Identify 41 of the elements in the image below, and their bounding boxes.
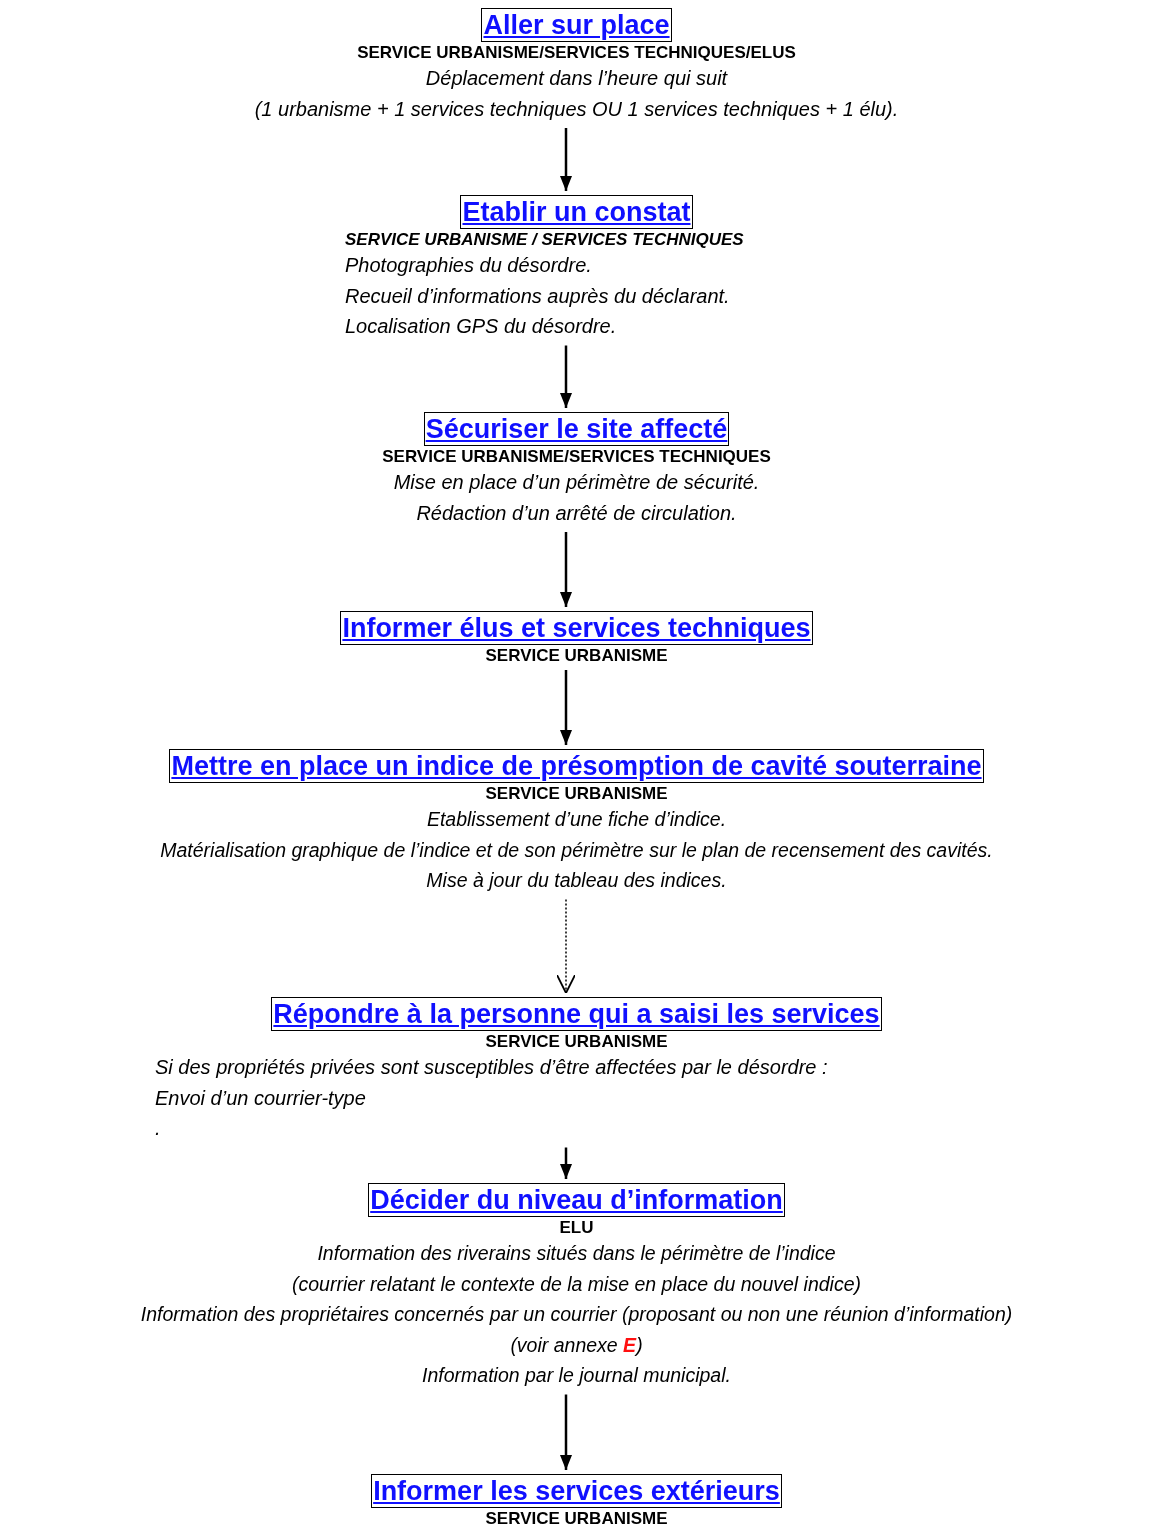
action-text: Localisation GPS du désordre. bbox=[345, 314, 617, 339]
step-title-box: Informer les services extérieurs bbox=[371, 1474, 782, 1508]
step-title-box: Répondre à la personne qui a saisi les services bbox=[271, 997, 882, 1031]
action-text: Recueil d’informations auprès du déclarant. bbox=[345, 283, 730, 309]
action-text: Envoi d’un courrier-type bbox=[155, 1085, 366, 1111]
responsible-service: SERVICE URBANISME bbox=[485, 783, 668, 804]
action-text: (courrier relatant le contexte de la mise en place du nouvel indice) bbox=[291, 1271, 862, 1297]
arrow bbox=[560, 532, 572, 607]
responsible-service: SERVICE URBANISME bbox=[485, 1508, 668, 1529]
action-text: (voir annexe E) bbox=[510, 1332, 643, 1358]
action-text: Matérialisation graphique de l’indice et de son périmètre sur le plan de recensement des cavités. bbox=[160, 837, 993, 863]
step-title-box: Mettre en place un indice de présomption de cavité souterraine bbox=[169, 749, 984, 783]
action-text: Information des riverains situés dans le périmètre de l’indice bbox=[317, 1241, 836, 1266]
responsible-service: SERVICE URBANISME/SERVICES TECHNIQUES/ELUS bbox=[357, 42, 796, 63]
responsible-service: SERVICE URBANISME / SERVICES TECHNIQUES bbox=[345, 229, 744, 250]
action-text: . bbox=[155, 1116, 161, 1141]
action-text: Si des propriétés privées sont susceptibles d’être affectées par le désordre : bbox=[155, 1055, 828, 1080]
step-title-box: Informer élus et services techniques bbox=[340, 611, 813, 645]
action-text: Rédaction d’un arrêté de circulation. bbox=[416, 500, 737, 526]
responsible-service: SERVICE URBANISME bbox=[485, 645, 668, 666]
action-text: Photographies du désordre. bbox=[345, 253, 592, 278]
step-title-box: Aller sur place bbox=[481, 8, 672, 42]
action-text: Etablissement d’une fiche d’indice. bbox=[426, 807, 727, 832]
arrow bbox=[556, 898, 576, 994]
responsible-service: SERVICE URBANISME/SERVICES TECHNIQUES bbox=[382, 446, 771, 467]
arrow bbox=[560, 1394, 572, 1470]
arrow bbox=[560, 1147, 572, 1179]
step-title-box: Etablir un constat bbox=[460, 195, 693, 229]
step-title-box: Sécuriser le site affecté bbox=[423, 412, 730, 446]
action-text: Information des propriétaires concernés par un courrier (proposant ou non une réunion d’information) bbox=[140, 1302, 1013, 1327]
responsible-service: SERVICE URBANISME bbox=[485, 1031, 668, 1052]
action-text: Information par le journal municipal. bbox=[422, 1363, 731, 1388]
responsible-service: ELU bbox=[559, 1217, 594, 1238]
action-text: Mise à jour du tableau des indices. bbox=[426, 868, 727, 893]
arrow bbox=[560, 345, 572, 408]
action-text: (1 urbanisme + 1 services techniques OU 1 services techniques + 1 élu). bbox=[254, 96, 899, 122]
action-text: Déplacement dans l’heure qui suit bbox=[425, 66, 728, 91]
step-title-box: Décider du niveau d’information bbox=[368, 1183, 785, 1217]
arrow bbox=[560, 128, 572, 191]
action-text: Mise en place d’un périmètre de sécurité. bbox=[393, 470, 760, 495]
arrow bbox=[560, 670, 572, 745]
